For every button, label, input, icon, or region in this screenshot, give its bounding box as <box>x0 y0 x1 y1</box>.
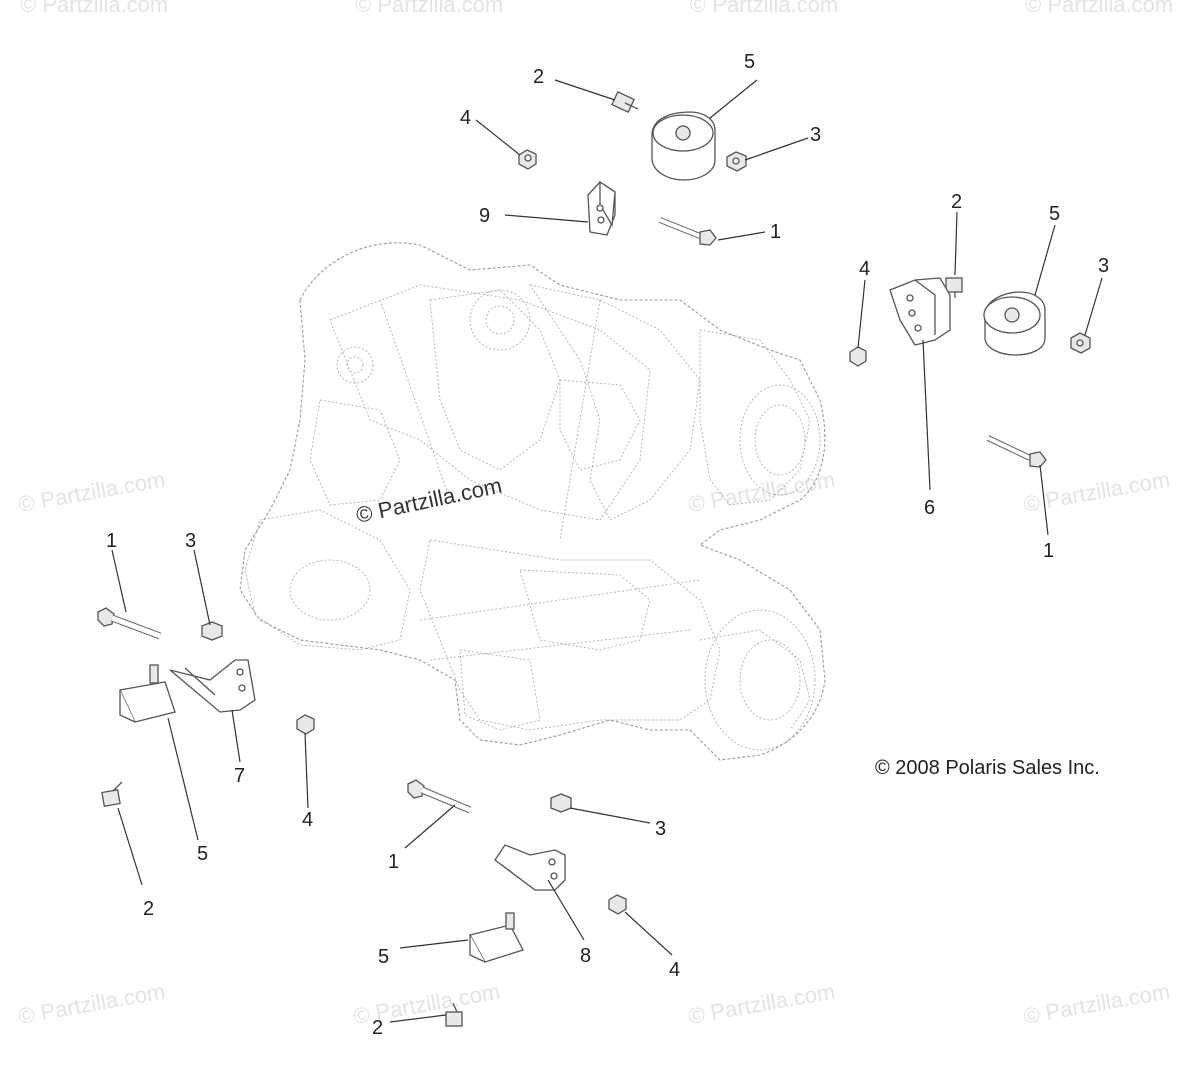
part-nut-4-bottom <box>608 894 627 915</box>
callout-4: 4 <box>669 959 680 981</box>
watermark: © Partzilla.com <box>690 0 838 17</box>
part-mount-5-right <box>983 291 1046 356</box>
part-mount-5-bottom <box>469 912 524 963</box>
callout-1: 1 <box>1043 540 1054 562</box>
callout-3: 3 <box>655 818 666 840</box>
callout-2: 2 <box>951 191 962 213</box>
callout-5: 5 <box>197 843 208 865</box>
engine-assembly <box>239 242 826 761</box>
callout-7: 7 <box>234 765 245 787</box>
callout-9: 9 <box>479 205 490 227</box>
callout-2: 2 <box>143 898 154 920</box>
watermark: © Partzilla.com <box>687 467 837 517</box>
watermark: © Partzilla.com <box>355 0 503 17</box>
callout-6: 6 <box>924 497 935 519</box>
part-bracket-9 <box>587 180 616 236</box>
watermark: © Partzilla.com <box>687 979 837 1029</box>
callout-8: 8 <box>580 945 591 967</box>
watermark: © Partzilla.com <box>1025 0 1173 17</box>
callout-1: 1 <box>106 530 117 552</box>
watermark: © Partzilla.com <box>1022 979 1172 1029</box>
callout-labels: 2 5 4 3 9 1 2 5 4 3 6 1 1 3 7 4 5 2 1 3 … <box>106 51 1109 1039</box>
callout-3: 3 <box>810 124 821 146</box>
callout-1: 1 <box>388 851 399 873</box>
callout-5: 5 <box>378 946 389 968</box>
callout-4: 4 <box>859 258 870 280</box>
part-nut-4-left <box>296 714 315 735</box>
part-mount-5-left <box>119 664 176 723</box>
callout-4: 4 <box>302 809 313 831</box>
part-bracket-8 <box>494 844 566 891</box>
watermark: © Partzilla.com <box>17 467 167 517</box>
callout-2: 2 <box>372 1017 383 1039</box>
part-bracket-6 <box>889 277 951 346</box>
part-bolt-2-left <box>101 781 123 808</box>
part-bolt-2-bottom <box>445 1002 463 1027</box>
part-bolt-2-right <box>945 277 963 298</box>
callout-3: 3 <box>1098 255 1109 277</box>
part-bolt-2-top <box>611 90 639 114</box>
leader-lines <box>111 79 1103 1023</box>
watermark: © Partzilla.com <box>20 0 168 17</box>
part-nut-3-top <box>726 151 747 172</box>
part-nut-4-right <box>849 346 867 367</box>
copyright-text: © 2008 Polaris Sales Inc. <box>875 757 1100 779</box>
part-bolt-1-top <box>658 217 717 246</box>
part-bracket-7 <box>169 659 256 713</box>
part-nut-4-top <box>518 149 537 170</box>
callout-5: 5 <box>1049 203 1060 225</box>
part-nut-3-left <box>201 621 223 641</box>
part-bolt-1-right <box>986 435 1047 468</box>
watermark-layer: © Partzilla.com © Partzilla.com © Partzi… <box>17 0 1174 1029</box>
part-nut-3-right <box>1070 332 1091 354</box>
callout-3: 3 <box>185 530 196 552</box>
part-bolt-1-left <box>97 607 162 640</box>
callout-5: 5 <box>744 51 755 73</box>
part-bolt-1-bottom <box>407 779 472 814</box>
watermark: © Partzilla.com <box>17 979 167 1029</box>
callout-2: 2 <box>533 66 544 88</box>
watermark: © Partzilla.com <box>1022 467 1172 517</box>
callout-4: 4 <box>460 107 471 129</box>
callout-1: 1 <box>770 221 781 243</box>
center-watermark: © Partzilla.com <box>354 473 504 528</box>
part-mount-5-top <box>651 111 716 181</box>
part-nut-3-bottom <box>550 793 572 813</box>
